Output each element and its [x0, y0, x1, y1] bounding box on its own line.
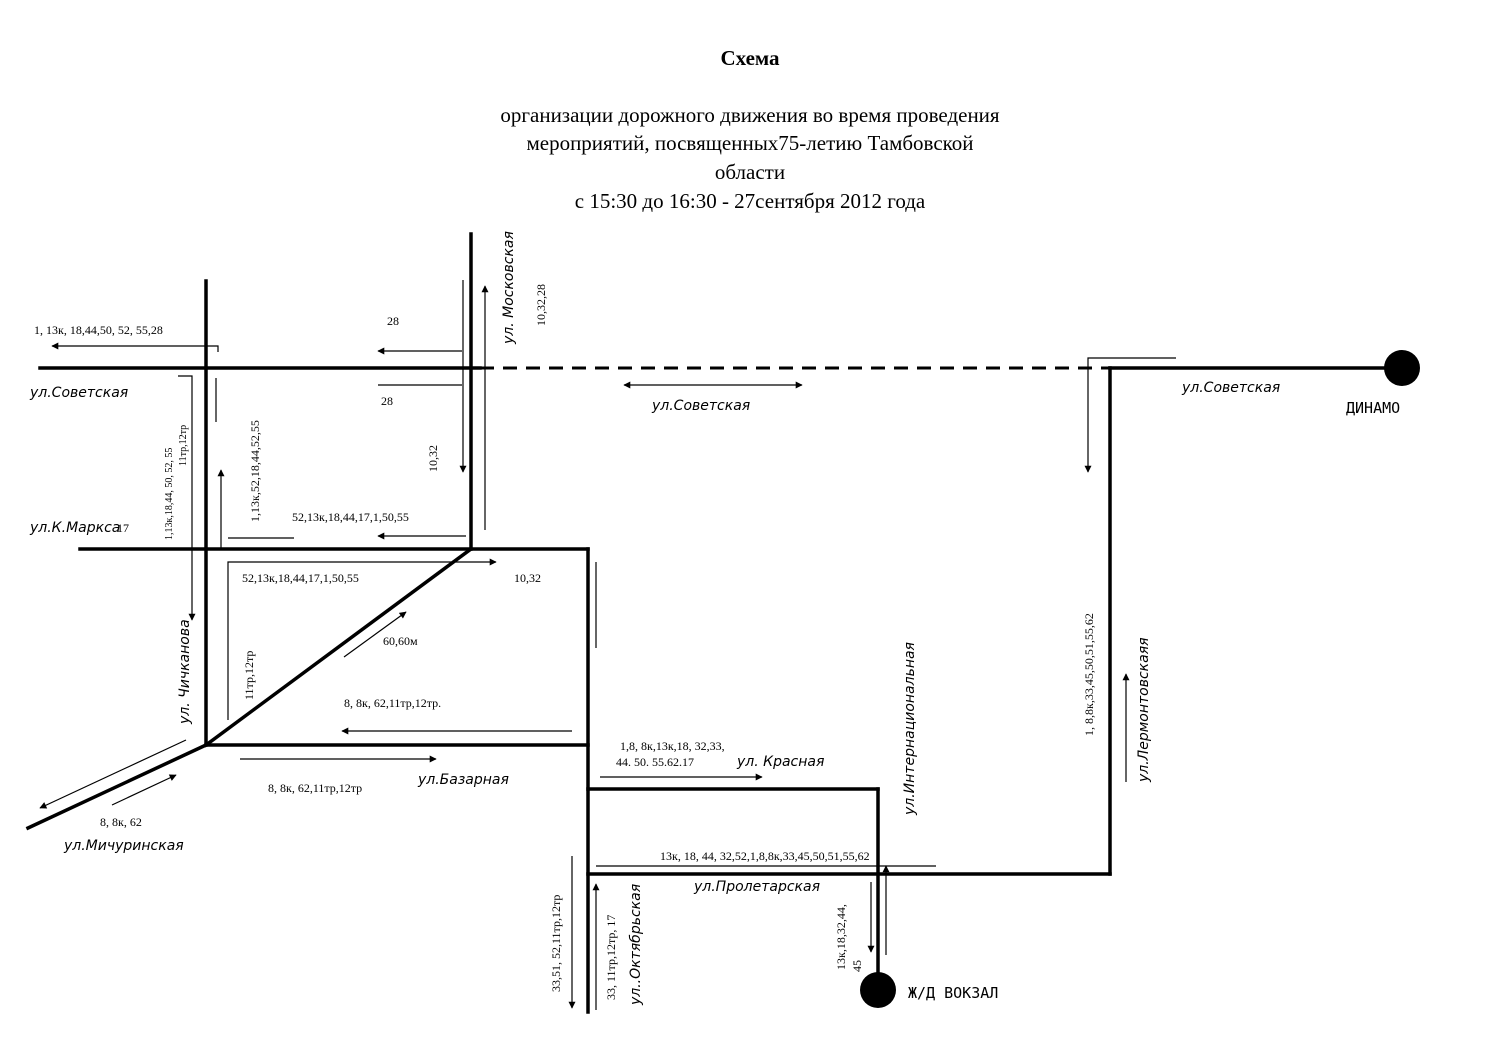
road-michurinskaya	[25, 742, 209, 831]
stop-zd-vokzal-label: Ж/Д ВОКЗАЛ	[908, 984, 998, 1002]
routes-sovetskaya-28-top: 28	[387, 314, 399, 328]
routes-vokzal-b: 45	[850, 960, 864, 972]
routes-k-marksa-east: 10,32	[514, 571, 541, 585]
arrow-sovetskaya-west-wb	[51, 342, 219, 352]
street-michurinskaya: ул.Мичуринская	[63, 838, 184, 854]
street-chichkanova: ул. Чичканова	[177, 619, 193, 725]
routes-k-marksa-wb: 52,13к,18,44,17,1,50,55	[292, 510, 409, 524]
arrow-michurinskaya-out	[39, 739, 187, 809]
arrow-michurinskaya-in	[111, 774, 177, 806]
routes-michurinskaya: 8, 8к, 62	[100, 815, 142, 829]
routes-sovetskaya-west-wb: 1, 13к, 18,44,50, 52, 55,28	[34, 323, 163, 337]
arrow-diagonal-ne	[343, 611, 407, 658]
street-proletarskaya: ул.Пролетарская	[693, 879, 820, 895]
street-lermontovskaya: ул.Лермонтовскаяя	[1136, 637, 1152, 783]
arrow-chichkanova-sb	[178, 375, 196, 621]
routes-sovetskaya-28-bottom: 28	[381, 394, 393, 408]
routes-bazarnaya-eb: 8, 8к, 62,11тр,12тр	[268, 781, 362, 795]
routes-proletarskaya: 13к, 18, 44, 32,52,1,8,8к,33,45,50,51,55…	[660, 849, 870, 863]
arrow-sovetskaya-east-sb	[1084, 357, 1176, 473]
scheme-subtitle-line4: с 15:30 до 16:30 - 27сентября 2012 года	[574, 189, 926, 213]
routes-k-marksa-17: 17	[117, 521, 129, 535]
street-sovetskaya-middle: ул.Советская	[651, 398, 750, 414]
street-internatsionalnaya: ул.Интернациональная	[902, 642, 918, 816]
routes-moskovskaya-nb: 10,32,28	[534, 284, 548, 326]
line-chichkanova-lower-nb	[227, 561, 472, 720]
stop-zd-vokzal-marker	[860, 972, 896, 1008]
routes-chichkanova-sb-a: 1,13к,18,44, 50, 52, 55	[164, 448, 175, 540]
street-sovetskaya-east: ул.Советская	[1181, 380, 1280, 396]
routes-diagonal: 60,60м	[383, 634, 418, 648]
routes-krasnaya-a: 1,8, 8к,13к,18, 32,33,	[620, 739, 725, 753]
street-moskovskaya: ул. Московская	[501, 231, 517, 345]
street-sovetskaya-west: ул.Советская	[29, 385, 128, 401]
routes-lermontovskaya: 1, 8,8к,33,45,50,51,55,62	[1082, 613, 1096, 736]
routes-k-marksa-eb: 52,13к,18,44,17,1,50,55	[242, 571, 359, 585]
street-bazarnaya: ул.Базарная	[417, 772, 509, 788]
routes-moskovskaya-sb: 10,32	[426, 445, 440, 472]
routes-chichkanova-lower-nb: 11тр,12тр	[242, 651, 256, 700]
scheme-subtitle-line2: мероприятий, посвященных75-летию Тамбовс…	[526, 131, 974, 155]
scheme-subtitle-line1: организации дорожного движения во время …	[500, 103, 1000, 127]
street-k-marksa: ул.К.Маркса	[29, 520, 120, 536]
routes-krasnaya-b: 44. 50. 55.62.17	[616, 755, 694, 769]
routes-oktyabrskaya-sb: 33,51, 52,11тр,12тр	[549, 895, 563, 992]
road-diagonal	[203, 546, 474, 748]
scheme-title: Схема	[720, 46, 780, 70]
street-krasnaya: ул. Красная	[736, 754, 824, 770]
stop-dinamo-marker	[1384, 350, 1420, 386]
scheme-subtitle-line3: области	[714, 160, 786, 184]
routes-vokzal-a: 13к,18,32,44,	[834, 904, 848, 970]
routes-bazarnaya-wb: 8, 8к, 62,11тр,12тр.	[344, 696, 441, 710]
routes-chichkanova-sb-b: 11тр,12тр	[178, 425, 189, 466]
routes-chichkanova-nb: 1,13к,52,18,44,52,55	[248, 420, 262, 522]
street-oktyabrskaya: ул..Октябрьская	[628, 884, 644, 1006]
routes-oktyabrskaya-nb: 33, 11тр,12тр, 17	[604, 915, 618, 1000]
stop-dinamo-label: ДИНАМО	[1346, 399, 1400, 417]
